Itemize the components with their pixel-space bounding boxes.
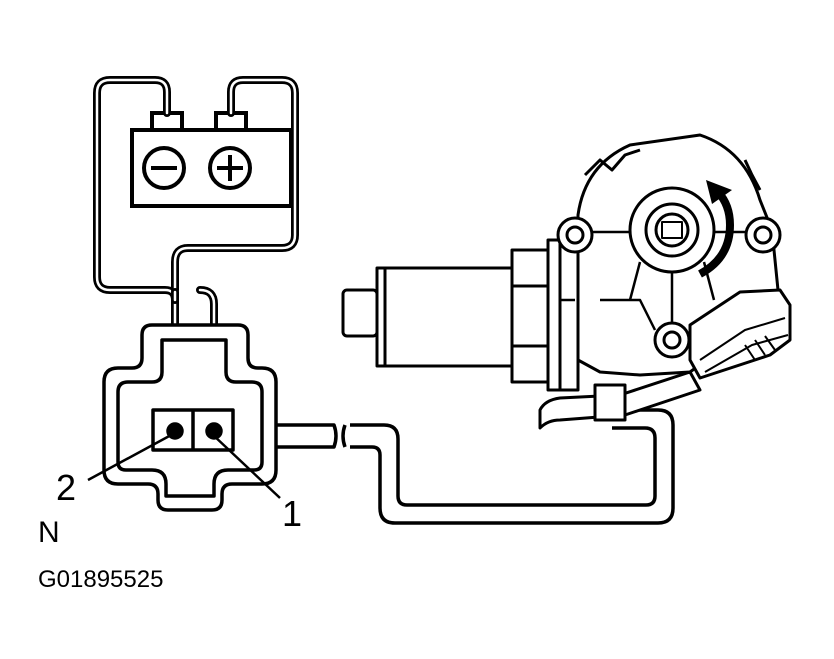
terminal-1-label: 1 (282, 493, 302, 534)
positive-lead (171, 76, 299, 432)
negative-lead (93, 76, 179, 432)
leader-lines (87, 432, 281, 499)
mounting-boss-right (744, 216, 782, 254)
terminal-1-pin (205, 422, 223, 440)
terminal-2-label: 2 (56, 467, 76, 508)
view-label: N (38, 516, 60, 549)
minus-icon (142, 146, 186, 190)
motor-connector (102, 323, 278, 512)
connector-inner-housing (116, 338, 264, 498)
battery (130, 111, 293, 208)
test-leads (93, 76, 299, 432)
wiper-motor (341, 133, 792, 430)
leader-line-2 (87, 432, 174, 482)
output-shaft-spline (654, 212, 690, 248)
motor-end-cap (341, 288, 379, 338)
mounting-boss-left (556, 216, 594, 254)
wire-harness (276, 408, 675, 525)
mounting-boss-bottom (653, 321, 691, 359)
leader-line-1 (211, 433, 281, 499)
plus-icon (208, 146, 252, 190)
figure-code: G01895525 (38, 566, 163, 593)
rotation-arrow-icon (697, 180, 735, 278)
motor-armature-housing (375, 248, 550, 384)
